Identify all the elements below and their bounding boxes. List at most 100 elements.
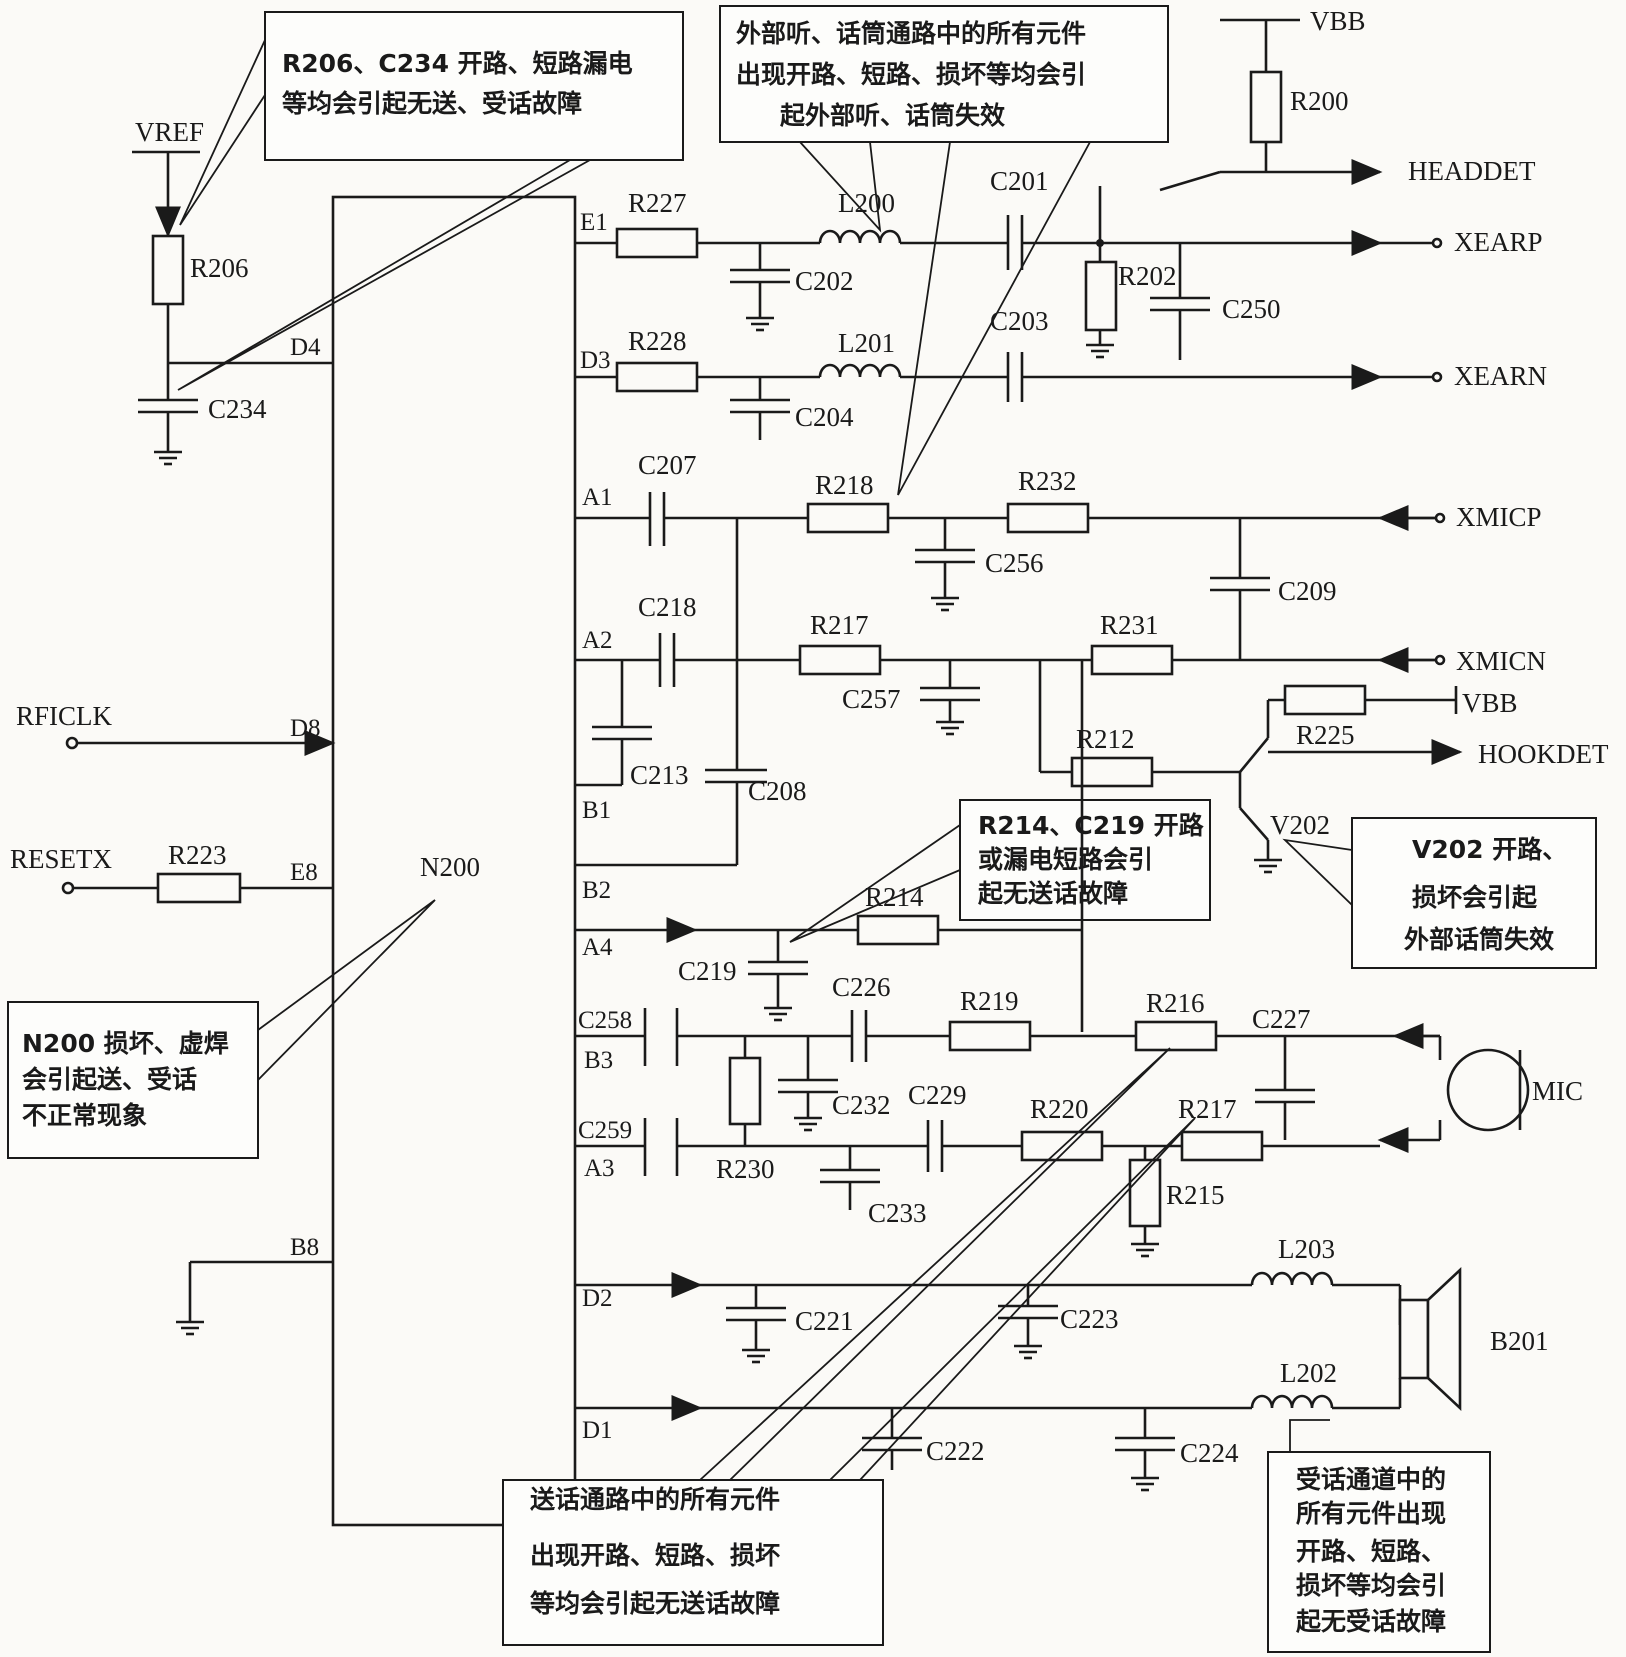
xmicn-label: XMICN xyxy=(1456,646,1546,676)
note6-line2: 出现开路、短路、损坏 xyxy=(530,1541,780,1570)
r220-resistor xyxy=(1020,1130,1104,1162)
r200-label: R200 xyxy=(1290,86,1349,116)
c208-label: C208 xyxy=(748,776,807,806)
pin-d8: D8 xyxy=(290,715,321,742)
r223-resistor xyxy=(156,872,242,904)
r217-upper-resistor xyxy=(798,644,882,676)
b201-speaker xyxy=(1398,1298,1430,1380)
c226-label: C226 xyxy=(832,972,891,1002)
note1-pointer xyxy=(179,39,266,226)
r231-label: R231 xyxy=(1100,610,1159,640)
pin-b8: B8 xyxy=(290,1234,319,1261)
v202-transistor xyxy=(1239,807,1269,841)
pin-a2: A2 xyxy=(582,627,613,654)
pin-b1: B1 xyxy=(582,797,611,824)
l202-inductor xyxy=(1250,1394,1334,1409)
r212-resistor xyxy=(1070,756,1154,788)
rficlk-terminal xyxy=(65,736,79,750)
note4-pointer xyxy=(1282,838,1353,906)
note6-line1: 送话通路中的所有元件 xyxy=(530,1485,780,1514)
xearn-label: XEARN xyxy=(1454,361,1547,391)
speaker-icon xyxy=(1426,1266,1462,1412)
r227-label: R227 xyxy=(628,188,687,218)
r231-resistor xyxy=(1090,644,1174,676)
r220-label: R220 xyxy=(1030,1094,1089,1124)
note7-line3: 开路、短路、 xyxy=(1296,1537,1446,1566)
c209-label: C209 xyxy=(1278,576,1337,606)
r200-resistor xyxy=(1249,70,1283,144)
c227-label: C227 xyxy=(1252,1004,1311,1034)
note3-line2: 或漏电短路会引 xyxy=(978,845,1153,874)
c250-label: C250 xyxy=(1222,294,1281,324)
pin-c258: C258 xyxy=(578,1007,632,1034)
r216-label: R216 xyxy=(1146,988,1205,1018)
xmicp-terminal xyxy=(1434,512,1446,524)
note7-line2: 所有元件出现 xyxy=(1296,1499,1446,1528)
r212-label: R212 xyxy=(1076,724,1135,754)
l201-label: L201 xyxy=(838,328,895,358)
n200-chip xyxy=(331,195,577,1527)
note4-line1: V202 开路、 xyxy=(1412,835,1567,864)
rficlk-label: RFICLK xyxy=(16,701,113,731)
b201-label: B201 xyxy=(1490,1326,1549,1356)
xmicp-label: XMICP xyxy=(1456,502,1542,532)
r215-resistor xyxy=(1128,1158,1162,1228)
c234-label: C234 xyxy=(208,394,267,424)
r217-lower-resistor xyxy=(1180,1130,1264,1162)
note2-pointer xyxy=(799,141,882,233)
c201-label: C201 xyxy=(990,166,1049,196)
r228-resistor xyxy=(615,361,699,393)
note7-line4: 损坏等均会引 xyxy=(1296,1571,1446,1600)
l201-inductor xyxy=(818,363,902,378)
pin-b3: B3 xyxy=(584,1047,613,1074)
r216-resistor xyxy=(1134,1020,1218,1052)
mic-label: MIC xyxy=(1532,1076,1583,1106)
pin-a4: A4 xyxy=(582,934,613,961)
note2-line3: 起外部听、话筒失效 xyxy=(780,101,1005,130)
c256-label: C256 xyxy=(985,548,1044,578)
r232-resistor xyxy=(1006,502,1090,534)
mic-icon xyxy=(1446,1048,1530,1132)
r228-label: R228 xyxy=(628,326,687,356)
c222-label: C222 xyxy=(926,1436,985,1466)
note3-pointer xyxy=(789,824,961,943)
pin-a3: A3 xyxy=(584,1155,615,1182)
r215-label: R215 xyxy=(1166,1180,1225,1210)
r225-resistor xyxy=(1283,684,1367,716)
note4-line3: 外部话筒失效 xyxy=(1404,925,1554,954)
xmicn-terminal xyxy=(1434,654,1446,666)
pin-a1: A1 xyxy=(582,484,613,511)
pin-d2: D2 xyxy=(582,1285,613,1312)
note1-pointer2 xyxy=(177,159,591,391)
r206-resistor xyxy=(151,234,185,306)
c213-label: C213 xyxy=(630,760,689,790)
v202-label: V202 xyxy=(1270,810,1330,840)
c224-label: C224 xyxy=(1180,1438,1239,1468)
r230-label: R230 xyxy=(716,1154,775,1184)
pin-b2: B2 xyxy=(582,877,611,904)
r223-label: R223 xyxy=(168,840,227,870)
l203-inductor xyxy=(1250,1271,1334,1286)
note-n200 xyxy=(7,1001,259,1159)
note7-line1: 受话通道中的 xyxy=(1296,1465,1446,1494)
c229-label: C229 xyxy=(908,1080,967,1110)
r232-label: R232 xyxy=(1018,466,1077,496)
r202-label: R202 xyxy=(1118,261,1177,291)
note5-pointer xyxy=(257,899,436,1081)
n200-label: N200 xyxy=(420,852,480,882)
l202-label: L202 xyxy=(1280,1358,1337,1388)
vbb-top-label: VBB xyxy=(1310,6,1366,36)
resetx-label: RESETX xyxy=(10,844,113,874)
note1-line1: R206、C234 开路、短路漏电 xyxy=(282,49,633,78)
vbb-mid-label: VBB xyxy=(1462,688,1518,718)
c257-label: C257 xyxy=(842,684,901,714)
note-v202 xyxy=(1351,817,1597,969)
c204-label: C204 xyxy=(795,402,854,432)
pin-c259: C259 xyxy=(578,1117,632,1144)
r227-resistor xyxy=(615,227,699,259)
note6-line3: 等均会引起无送话故障 xyxy=(530,1589,780,1618)
pin-e1: E1 xyxy=(580,209,608,236)
note-r206-c234 xyxy=(264,11,684,161)
